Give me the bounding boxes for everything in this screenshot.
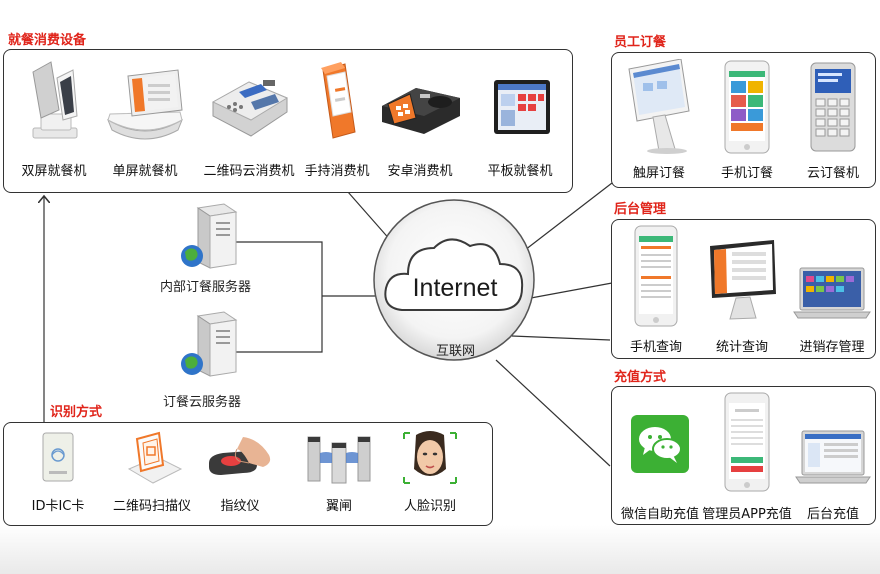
face-recognition-icon: [403, 431, 457, 484]
qr-consumption-machine-icon: [211, 80, 289, 137]
cloud-server-label: 订餐云服务器: [163, 395, 242, 410]
staff-order-panel: 触屏订餐 手机订餐: [611, 52, 876, 188]
bottom-fade: [0, 525, 880, 574]
identify-item-label: 指纹仪: [220, 499, 260, 514]
wing-gate-icon: [307, 436, 371, 484]
identify-item-wing-gate[interactable]: 翼闸: [299, 429, 379, 521]
dining-item-label: 单屏就餐机: [112, 164, 178, 179]
recharge-item-wechat[interactable]: 微信自助充值: [616, 393, 704, 522]
recharge-panel: 微信自助充值 管理员APP充值 后台充值: [611, 386, 876, 525]
phone-ordering-icon: [724, 60, 770, 154]
recharge-item-admin-app[interactable]: 管理员APP充值: [702, 391, 792, 522]
backend-item-phone-query[interactable]: 手机查询: [616, 224, 696, 355]
dining-item-label: 手持消费机: [304, 164, 370, 179]
dining-section-title: 就餐消费设备: [8, 33, 87, 49]
link-servers-bracket: [236, 241, 323, 353]
dining-panel: 双屏就餐机 单屏就餐机 二维码云消费机: [3, 49, 573, 193]
qr-scanner-icon: [127, 431, 183, 484]
cloud-subtitle: 互联网: [436, 344, 476, 359]
handheld-pos-icon: [321, 62, 356, 139]
recharge-item-label: 微信自助充值: [620, 507, 700, 522]
tablet-terminal-icon: [494, 80, 550, 134]
identify-section-title: 识别方式: [50, 405, 103, 421]
cloud-server[interactable]: [170, 310, 250, 380]
dining-item-label: 平板就餐机: [487, 164, 553, 179]
staff-item-phone[interactable]: 手机订餐: [704, 59, 790, 183]
wechat-icon: [631, 415, 689, 473]
recharge-item-label: 后台充值: [806, 507, 860, 522]
dining-item-single-screen[interactable]: 单屏就餐机: [99, 58, 191, 188]
dining-item-dual-screen[interactable]: 双屏就餐机: [12, 58, 96, 188]
dining-item-handheld[interactable]: 手持消费机: [301, 58, 373, 188]
staff-item-label: 手机订餐: [720, 166, 774, 181]
link-cloud-recharge: [495, 359, 611, 467]
server-icon: [181, 311, 238, 377]
dining-item-qr-machine[interactable]: 二维码云消费机: [199, 58, 299, 188]
admin-app-phone-icon: [724, 392, 770, 492]
server-icon: [181, 203, 238, 269]
link-cloud-backend: [519, 282, 613, 301]
backend-section-title: 后台管理: [614, 202, 667, 218]
internal-server-label: 内部订餐服务器: [160, 280, 252, 295]
statistics-monitor-icon: [710, 240, 776, 320]
identify-item-card[interactable]: ID卡IC卡: [18, 429, 98, 521]
link-cloud-backend2: [511, 335, 611, 341]
fingerprint-reader-icon: [209, 437, 271, 475]
staff-item-label: 触屏订餐: [632, 166, 686, 181]
backend-item-label: 统计查询: [715, 340, 769, 355]
backend-item-label: 手机查询: [629, 340, 683, 355]
identify-item-label: ID卡IC卡: [31, 499, 85, 514]
staff-item-cloud-device[interactable]: 云订餐机: [792, 59, 874, 183]
internal-server[interactable]: [170, 202, 250, 272]
link-cloud-staff: [524, 182, 613, 251]
staff-item-label: 云订餐机: [806, 166, 860, 181]
backend-panel: 手机查询 统计查询 进销存管理: [611, 219, 876, 359]
link-cloud-dining: [347, 191, 393, 243]
staff-section-title: 员工订餐: [614, 35, 667, 51]
touchscreen-kiosk-icon: [628, 58, 690, 154]
recharge-section-title: 充值方式: [614, 370, 667, 386]
backend-item-label: 进销存管理: [799, 340, 865, 355]
identify-panel: ID卡IC卡 二维码扫描仪 指纹仪 翼闸: [3, 422, 493, 526]
inventory-laptop-icon: [793, 267, 871, 319]
backend-laptop-icon: [795, 430, 871, 484]
identify-item-qr-scanner[interactable]: 二维码扫描仪: [102, 429, 202, 521]
recharge-item-backend[interactable]: 后台充值: [792, 393, 874, 522]
dining-item-tablet[interactable]: 平板就餐机: [474, 58, 566, 188]
cloud-title: Internet: [412, 274, 498, 302]
backend-item-inventory[interactable]: 进销存管理: [790, 224, 874, 355]
single-screen-terminal-icon: [106, 69, 184, 140]
backend-item-statistics[interactable]: 统计查询: [700, 224, 784, 355]
identify-item-label: 翼闸: [325, 499, 353, 514]
identify-item-label: 人脸识别: [403, 499, 457, 514]
dining-item-label: 安卓消费机: [387, 164, 453, 179]
dual-screen-terminal-icon: [32, 61, 78, 139]
identify-item-label: 二维码扫描仪: [112, 499, 192, 514]
cloud-order-device-icon: [810, 62, 856, 152]
dining-item-label: 二维码云消费机: [203, 164, 295, 179]
android-pos-icon: [382, 88, 460, 134]
identify-item-fingerprint[interactable]: 指纹仪: [199, 429, 281, 521]
internet-cloud: [373, 199, 535, 361]
dining-item-label: 双屏就餐机: [21, 164, 87, 179]
identify-item-face[interactable]: 人脸识别: [389, 429, 471, 521]
phone-query-icon: [634, 225, 678, 327]
staff-item-touchscreen[interactable]: 触屏订餐: [616, 58, 702, 183]
dining-item-android[interactable]: 安卓消费机: [374, 58, 466, 188]
recharge-item-label: 管理员APP充值: [702, 507, 792, 522]
card-reader-icon: [42, 432, 74, 482]
